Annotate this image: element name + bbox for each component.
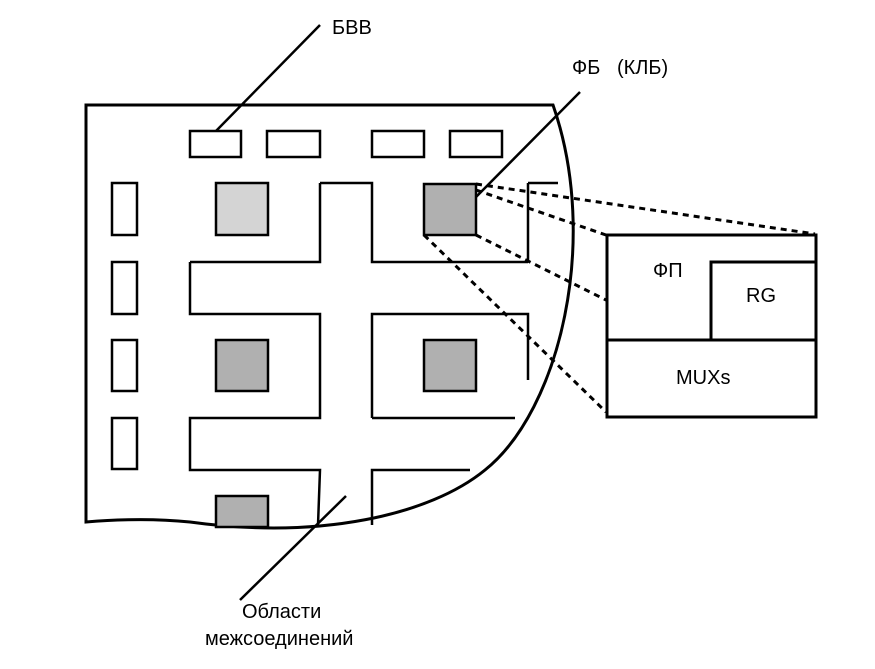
logic-block-light [214,181,270,237]
logic-block-mid-right [422,338,478,393]
logic-block-bottom [214,494,270,529]
label-function-generator: ФП [653,260,683,282]
chip-outline [84,103,575,530]
label-multiplexers: MUXs [676,367,730,389]
zoom-line-1 [475,182,816,236]
io-block-left-2 [110,260,139,316]
io-block-left-4 [110,416,139,471]
io-block-top-3 [370,129,426,159]
leader-logic-block [475,91,581,198]
logic-block-highlighted [422,182,478,237]
label-logic-block: ФБ (КЛБ) [572,57,668,79]
logic-block-mid-left [214,338,270,393]
io-block-left-1 [110,181,139,237]
interconnect-channels [188,181,558,526]
register-box [709,260,816,340]
zoom-line-2 [475,188,607,237]
logic-block-detail [605,233,818,419]
io-block-top-2 [265,129,322,159]
label-interconnect-line1: Области [242,601,321,623]
zoom-line-3 [475,233,607,302]
io-block-top-4 [448,129,504,159]
leader-io-blocks [215,24,321,132]
label-io-blocks: БВВ [332,17,372,39]
io-block-top-1 [188,129,243,159]
label-interconnect-line2: межсоединений [205,628,353,650]
io-block-left-3 [110,338,139,393]
zoom-line-4 [422,233,608,414]
leader-interconnect [239,495,347,601]
label-register: RG [746,285,776,307]
